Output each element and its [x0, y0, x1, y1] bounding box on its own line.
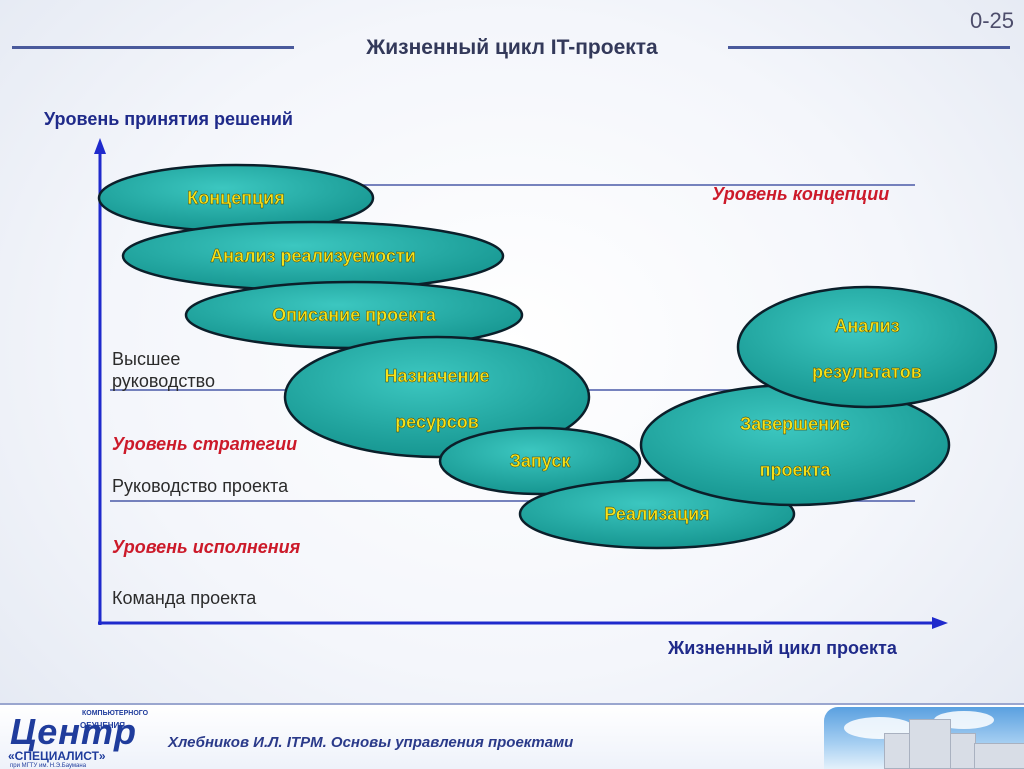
- title-rule-right: [728, 46, 1010, 49]
- title-rule-left: [12, 46, 294, 49]
- phase-label: Запуск: [510, 451, 572, 471]
- phase-label: Описание проекта: [272, 305, 437, 325]
- phase-label: ресурсов: [395, 412, 479, 432]
- phase-3: Описание проекта: [184, 280, 524, 350]
- y-axis-label: Уровень принятия решений: [44, 109, 293, 129]
- phase-label: Реализация: [604, 504, 709, 524]
- slide-number: 0-25: [969, 8, 1014, 33]
- phase-ellipse: [438, 426, 642, 496]
- logo-mid-text: ОБУЧЕНИЯ: [80, 721, 125, 730]
- phase-7: Завершение проекта: [639, 383, 951, 507]
- phase-5: Запуск: [438, 426, 642, 496]
- phase-ellipse: [283, 335, 591, 459]
- phase-4: Назначение ресурсов: [283, 335, 591, 459]
- phase-label: Анализ: [834, 316, 899, 336]
- x-axis-arrow: [932, 617, 948, 629]
- phase-label: результатов: [812, 362, 922, 382]
- logo-main-text: Центр: [10, 711, 138, 752]
- logo: Центр КОМПЬЮТЕРНОГО ОБУЧЕНИЯ «СПЕЦИАЛИСТ…: [6, 709, 148, 769]
- logo-top-text: КОМПЬЮТЕРНОГО: [82, 710, 149, 717]
- footer: Центр КОМПЬЮТЕРНОГО ОБУЧЕНИЯ «СПЕЦИАЛИСТ…: [0, 703, 1024, 769]
- phase-8: Анализ результатов: [736, 285, 998, 409]
- level-execution-label: Уровень исполнения: [112, 537, 301, 557]
- level-project-management-label: Руководство проекта: [112, 476, 289, 496]
- page-title: Жизненный цикл IT-проекта: [366, 36, 658, 59]
- level-strategy-label: Уровень стратегии: [112, 434, 298, 454]
- level-concept-label: Уровень концепции: [712, 184, 890, 204]
- y-axis-arrow: [94, 138, 106, 154]
- phase-2: Анализ реализуемости: [121, 220, 505, 292]
- logo-small-text: при МГТУ им. Н.Э.Баумана: [10, 763, 87, 769]
- phase-label: проекта: [760, 460, 832, 480]
- phase-label: Концепция: [187, 188, 284, 208]
- phase-ellipse: [736, 285, 998, 409]
- phase-label: Анализ реализуемости: [210, 246, 416, 266]
- level-project-team-label: Команда проекта: [112, 588, 257, 608]
- sky-building-image: [824, 707, 1024, 769]
- phase-label: Завершение: [740, 414, 850, 434]
- level-top-management-label: Высшее руководство: [112, 349, 215, 391]
- phase-label: Назначение: [384, 366, 489, 386]
- footer-author-text: Хлебников И.Л. ITPM. Основы управления п…: [168, 734, 574, 751]
- phase-1: Концепция: [97, 163, 375, 233]
- x-axis-label: Жизненный цикл проекта: [668, 638, 897, 658]
- logo-sub-text: «СПЕЦИАЛИСТ»: [8, 749, 106, 763]
